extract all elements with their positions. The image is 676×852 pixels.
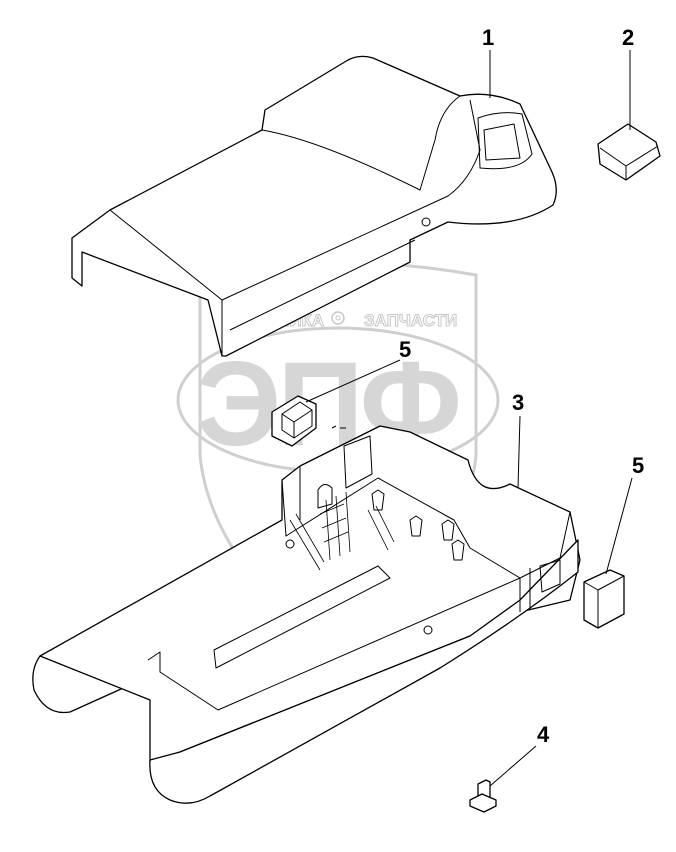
part-3-lower-base [32,425,581,804]
callout-4: 4 [537,722,550,747]
callout-5-upper: 5 [399,337,411,362]
gear-icon [331,311,345,325]
callout-1: 1 [482,25,494,50]
part-1-upper-cover [71,55,557,357]
leader-lines [305,50,633,787]
part-2-cap [597,123,661,181]
callout-5-right: 5 [632,453,644,478]
part-4-screw [469,779,497,813]
callout-3: 3 [512,390,524,415]
part-5-plug-upper [271,395,346,447]
watermark-text-right: ЗАПЧАСТИ [364,311,457,330]
callouts: 1 2 3 4 5 5 [399,25,644,747]
part-5-plug-right [583,569,625,629]
callout-2: 2 [622,25,634,50]
